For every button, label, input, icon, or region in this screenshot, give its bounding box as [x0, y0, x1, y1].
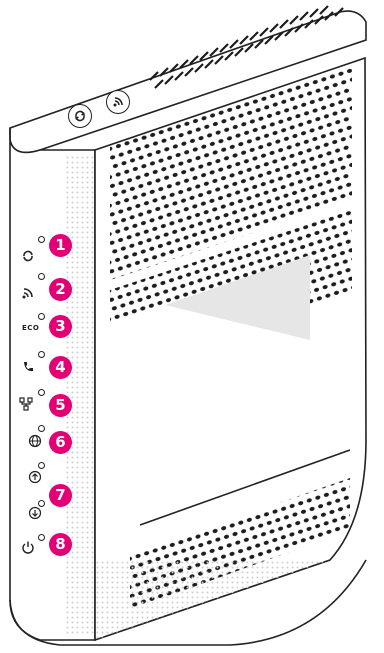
indicator-badge-5: 5: [49, 394, 72, 417]
led-2: [38, 273, 45, 280]
indicator-badge-6: 6: [49, 431, 72, 454]
indicator-badge-2: 2: [49, 278, 72, 301]
wifi-icon: [107, 91, 129, 113]
indicator-badge-3: 3: [49, 315, 72, 338]
top-wifi-button[interactable]: [106, 90, 130, 114]
led-3: [38, 313, 45, 320]
front-bottom-texture: [95, 560, 375, 653]
network-icon: [19, 397, 33, 411]
upload-icon: [28, 470, 42, 484]
power-icon: [21, 540, 35, 554]
indicator-badge-4: 4: [49, 356, 72, 379]
globe-icon: [28, 434, 42, 448]
top-sync-button[interactable]: [68, 104, 92, 128]
led-6: [38, 425, 45, 432]
side-dot-texture: [66, 155, 94, 635]
eco-icon: ECO: [22, 324, 39, 332]
led-8: [38, 534, 45, 541]
sync-icon: [21, 249, 35, 263]
led-1: [38, 236, 45, 243]
led-4: [38, 351, 45, 358]
sync-icon: [69, 105, 91, 127]
led-7a: [38, 462, 45, 469]
indicator-badge-8: 8: [49, 533, 72, 556]
phone-icon: [21, 360, 35, 374]
led-5: [38, 389, 45, 396]
download-icon: [28, 506, 42, 520]
indicator-badge-7: 7: [49, 484, 72, 507]
indicator-badge-1: 1: [49, 234, 72, 257]
wifi-icon: [21, 286, 35, 300]
